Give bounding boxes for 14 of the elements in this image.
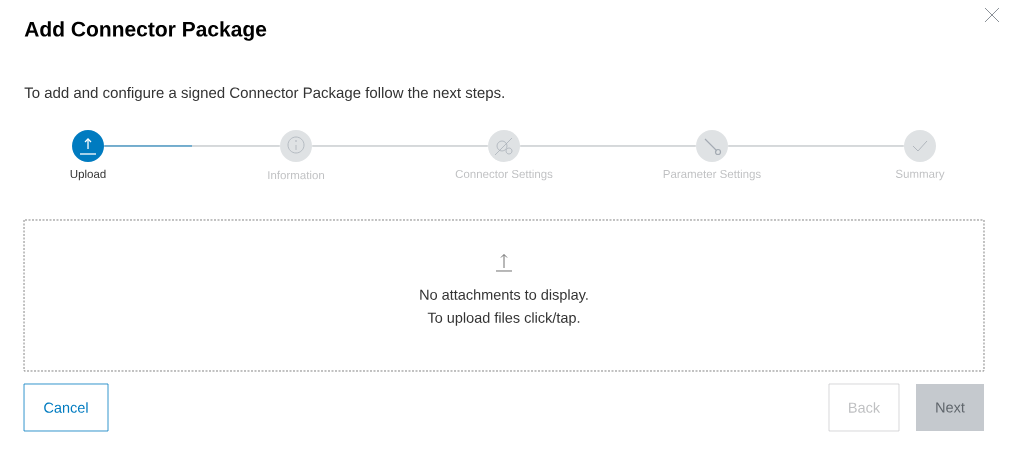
drop-zone: No attachments to display. To upload files click/tap.: [23, 219, 985, 372]
step-connector: [519, 145, 697, 147]
dialog-title: Add Connector Package: [24, 21, 267, 41]
step-label: Parameter Settings: [663, 169, 761, 181]
back-button: Back: [828, 383, 900, 432]
step-label: Connector Settings: [455, 169, 553, 181]
step-connector: [311, 145, 489, 147]
step-label: Information: [268, 170, 324, 180]
cancel-button: Cancel: [23, 383, 109, 432]
step-label: Upload: [70, 169, 106, 181]
step-label: Summary: [895, 169, 945, 181]
instruction-text: To add and configure a signed Connector Package follow the next steps.: [24, 87, 504, 101]
next-button: Next: [916, 384, 984, 431]
step-connector: [727, 145, 905, 147]
